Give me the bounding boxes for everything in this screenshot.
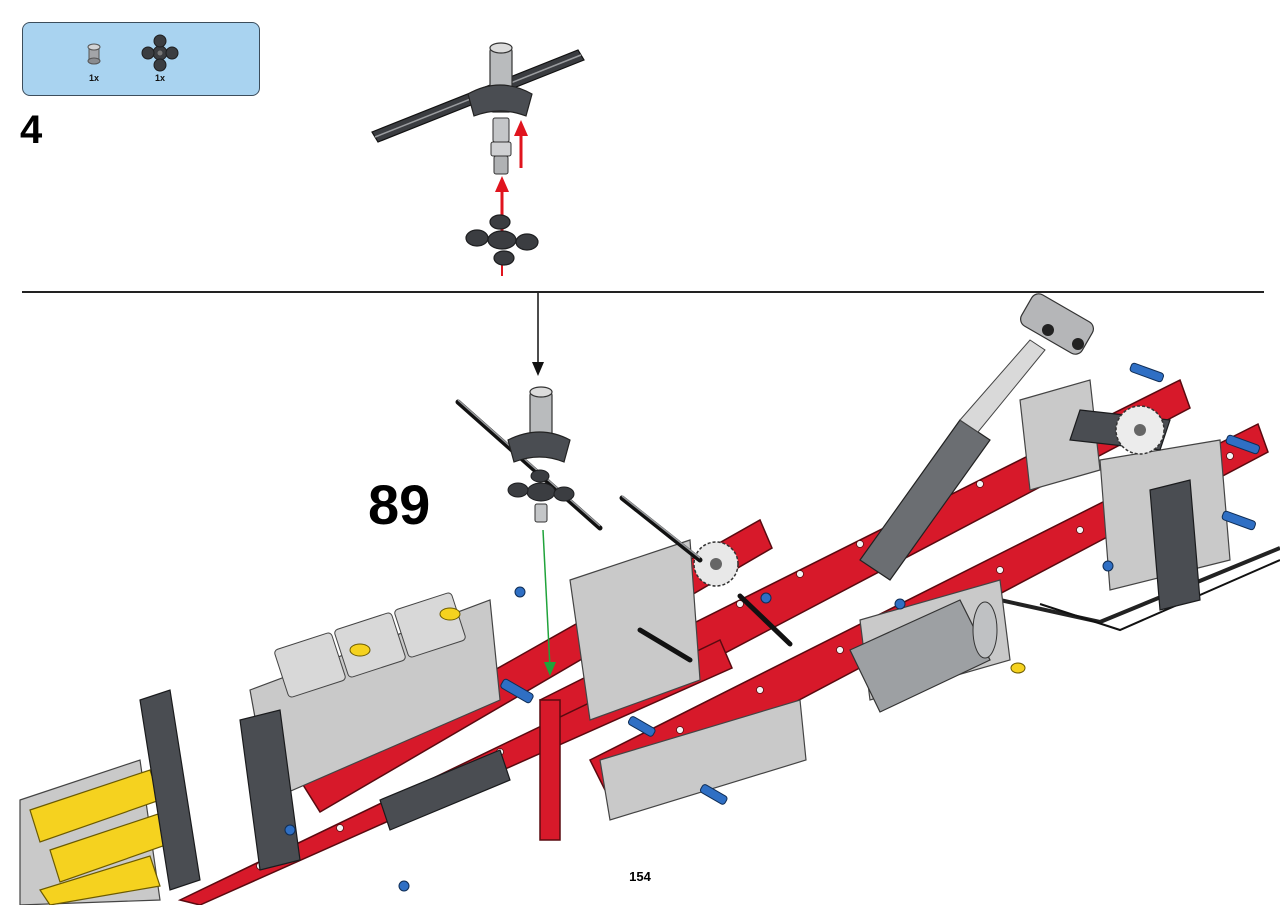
cable-part <box>999 546 1280 632</box>
parts-list-item-bushing: 1x <box>69 29 119 89</box>
insert-arrow-icon <box>495 120 528 276</box>
callout-arrow-icon <box>532 293 544 376</box>
step-number: 89 <box>368 473 431 536</box>
part-quantity: 1x <box>154 73 165 83</box>
placement-guide-line <box>542 529 556 676</box>
gear-part <box>693 405 1165 587</box>
substep-number: 4 <box>20 108 43 152</box>
new-part-assembly <box>507 386 575 523</box>
blue-pin-part <box>284 362 1260 892</box>
axle-part-highlight <box>457 399 701 559</box>
gray-frame-blocks <box>19 379 1231 905</box>
cross-hub-part <box>465 214 539 266</box>
parts-list-callout: 1x 1x <box>22 22 260 96</box>
axle-part <box>455 399 793 663</box>
parts-list-item-cross-hub: 1x <box>135 29 185 89</box>
connector-part <box>467 42 533 175</box>
part-quantity: 1x <box>88 73 99 83</box>
shock-absorber-part <box>859 293 1094 581</box>
yellow-beam <box>29 769 181 905</box>
bushing-part-icon <box>87 43 101 65</box>
motor-part <box>849 599 998 713</box>
substep-divider <box>22 291 1264 293</box>
cross-hub-part-icon <box>141 34 179 72</box>
substep-illustration <box>371 42 585 276</box>
page-number: 154 <box>629 869 651 884</box>
